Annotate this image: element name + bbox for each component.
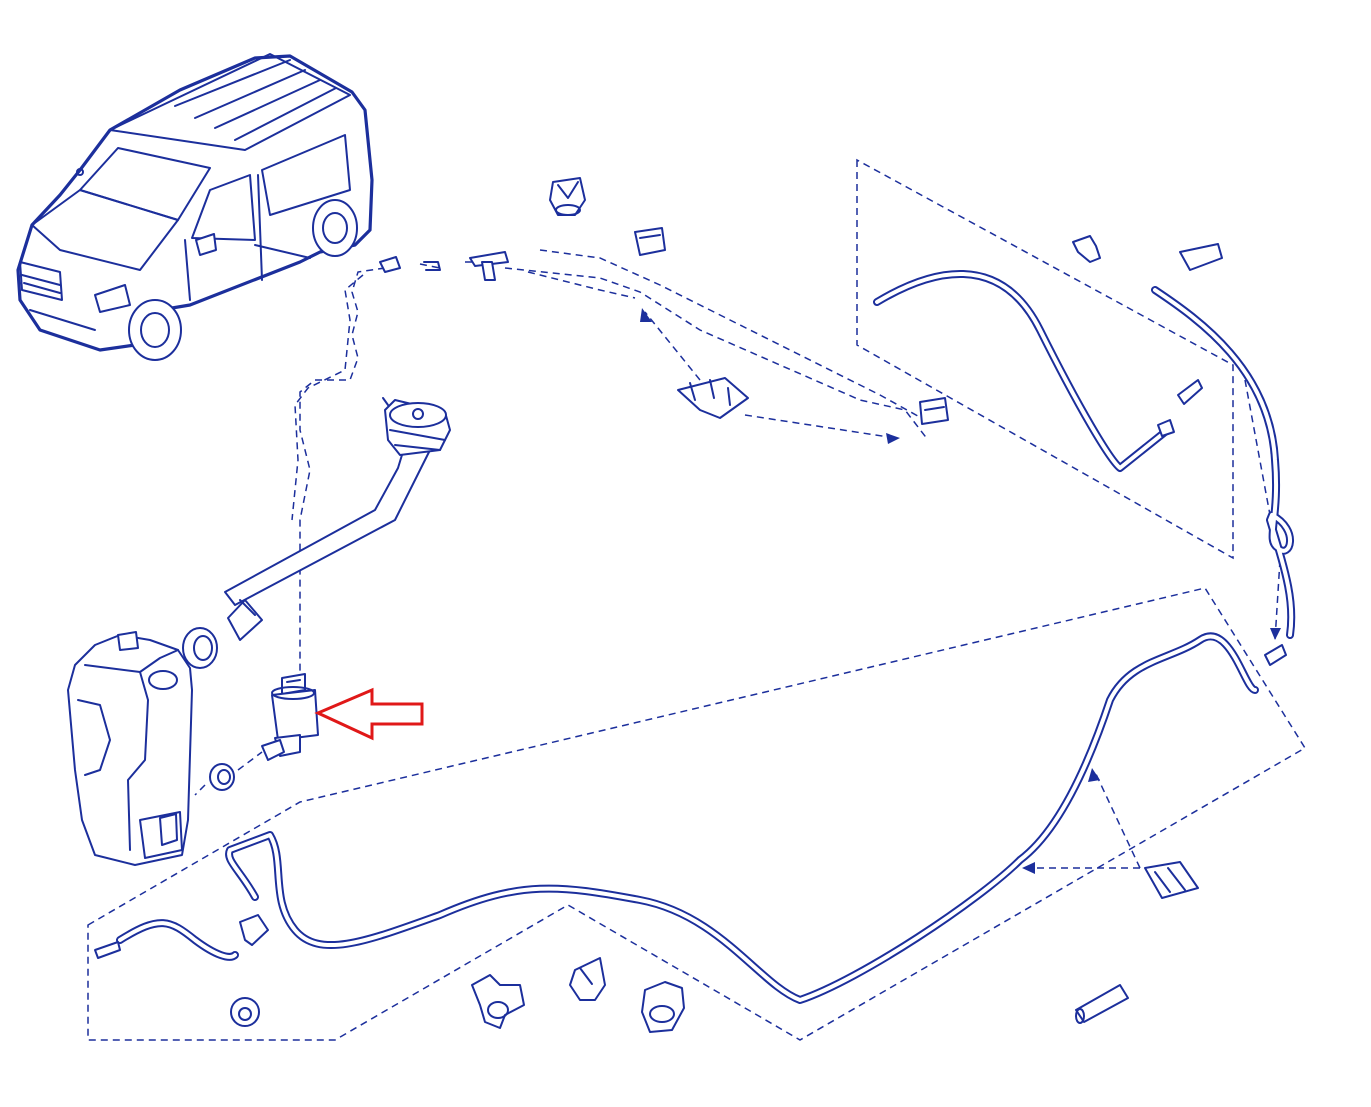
rear-washer-hose bbox=[225, 632, 1259, 1004]
filler-cap bbox=[382, 397, 451, 456]
front-hose-loop bbox=[94, 914, 269, 961]
reservoir-filler-neck bbox=[224, 439, 436, 641]
van-illustration bbox=[16, 53, 374, 361]
routing-arrowheads bbox=[640, 308, 1281, 874]
neck-seal bbox=[182, 627, 218, 669]
hose-connectors bbox=[379, 177, 949, 425]
washer-reservoir bbox=[67, 631, 193, 866]
pump-grommet bbox=[194, 751, 263, 796]
pump-pointer-arrow bbox=[314, 687, 424, 741]
hose-clips bbox=[230, 861, 1199, 1033]
washer-pump bbox=[261, 673, 319, 761]
dashed-routing-lines bbox=[87, 158, 1307, 1041]
windscreen-jet-hoses bbox=[873, 235, 1296, 666]
